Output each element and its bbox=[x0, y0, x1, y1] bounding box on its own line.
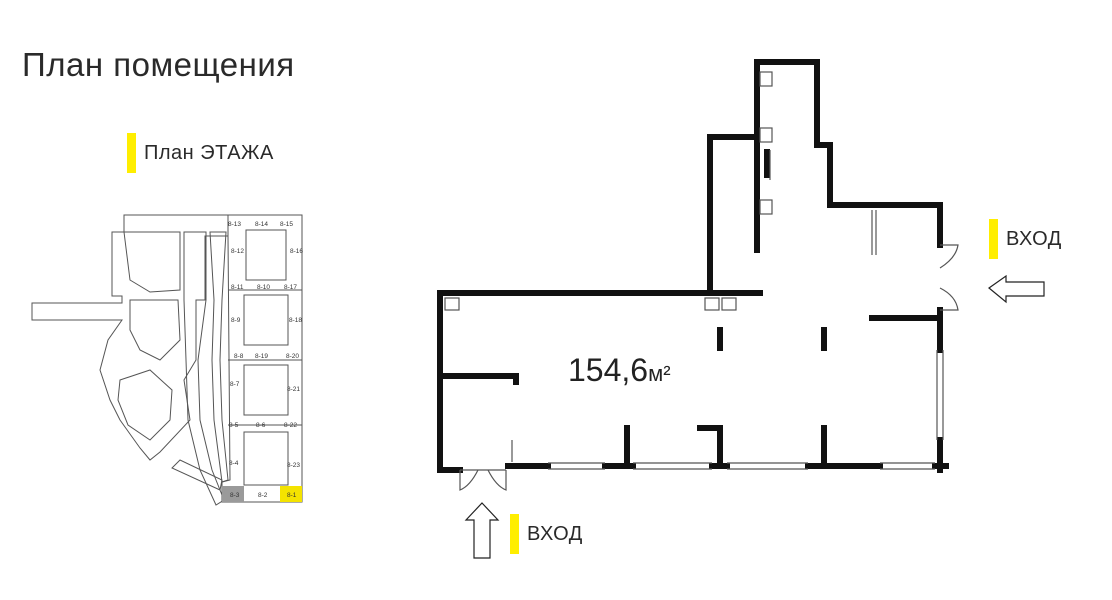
arrow-up-icon bbox=[464, 502, 500, 559]
page-title: План помещения bbox=[22, 46, 295, 83]
arrow-left-icon bbox=[988, 274, 1045, 304]
entrance-right-tag: ВХОД bbox=[989, 219, 1062, 259]
svg-text:8-23: 8-23 bbox=[287, 462, 300, 469]
svg-text:8-16: 8-16 bbox=[290, 248, 303, 255]
accent-bar bbox=[989, 219, 998, 259]
svg-text:8-22: 8-22 bbox=[284, 422, 297, 429]
area-unit: м² bbox=[648, 361, 671, 386]
svg-text:8-5: 8-5 bbox=[229, 422, 239, 429]
selected-unit-highlight bbox=[280, 486, 302, 502]
svg-text:8-12: 8-12 bbox=[231, 248, 244, 255]
svg-text:8-11: 8-11 bbox=[231, 284, 244, 291]
svg-text:8-9: 8-9 bbox=[231, 317, 241, 324]
area-value: 154,6 bbox=[568, 352, 649, 388]
svg-text:8-6: 8-6 bbox=[256, 422, 266, 429]
entrance-bottom-tag: ВХОД bbox=[510, 514, 583, 554]
floor-plan-label: План ЭТАЖА bbox=[144, 141, 274, 164]
svg-text:8-7: 8-7 bbox=[230, 381, 240, 388]
svg-text:8-21: 8-21 bbox=[287, 386, 300, 393]
svg-text:8-4: 8-4 bbox=[229, 460, 239, 467]
svg-text:8-20: 8-20 bbox=[286, 353, 299, 360]
accent-bar bbox=[510, 514, 519, 554]
svg-text:8-10: 8-10 bbox=[257, 284, 270, 291]
entrance-right-label: ВХОД bbox=[1006, 227, 1062, 250]
svg-text:8-13: 8-13 bbox=[228, 221, 241, 228]
svg-text:8-17: 8-17 bbox=[284, 284, 297, 291]
accent-bar bbox=[127, 133, 136, 173]
svg-text:8-1: 8-1 bbox=[287, 492, 297, 499]
svg-text:8-15: 8-15 bbox=[280, 221, 293, 228]
svg-text:8-8: 8-8 bbox=[234, 353, 244, 360]
neighbor-unit-8-3 bbox=[222, 486, 244, 502]
svg-text:8-2: 8-2 bbox=[258, 492, 268, 499]
svg-text:8-19: 8-19 bbox=[255, 353, 268, 360]
svg-text:8-3: 8-3 bbox=[230, 492, 240, 499]
floor-plan-tag: План ЭТАЖА bbox=[127, 133, 274, 173]
entrance-bottom-label: ВХОД bbox=[527, 522, 583, 545]
area-label: 154,6м² bbox=[568, 352, 671, 389]
svg-text:8-14: 8-14 bbox=[255, 221, 268, 228]
svg-text:8-18: 8-18 bbox=[289, 317, 302, 324]
